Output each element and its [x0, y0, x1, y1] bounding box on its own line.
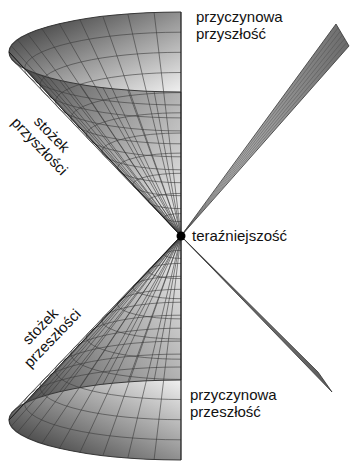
region-label: przyczynowa przeszłość [190, 386, 294, 420]
cone-grid-line [154, 236, 181, 460]
cone-far-rim [181, 236, 332, 392]
cone-cut-edge [181, 236, 182, 460]
cone-grid-line [103, 16, 181, 236]
cone-grid-line [42, 236, 181, 444]
cone-grid-line [154, 13, 181, 237]
present-label: teraźniejszość [190, 227, 344, 244]
cone-grid-line [181, 42, 347, 236]
present-dot [177, 232, 186, 241]
cone-grid-line [59, 80, 181, 236]
cone-grid-line [128, 236, 181, 458]
cone-grid-line [181, 35, 343, 236]
cone-grid-line [103, 236, 181, 384]
region-label: przyczynowa przyszłość [196, 8, 300, 42]
cone-grid-line [181, 28, 338, 236]
cone-grid-line [128, 236, 181, 382]
cone-grid-line [80, 20, 181, 236]
cone-far-rim [181, 24, 349, 236]
cone-grid-line [181, 12, 182, 236]
cone-grid-line [128, 14, 181, 236]
cone-grid-line [80, 236, 181, 452]
cone-grid-line [181, 39, 345, 236]
cone-cut-edge [181, 12, 182, 236]
cone-grid-line [128, 90, 181, 236]
cone-grid-line [103, 236, 181, 456]
cone-grid-line [181, 31, 340, 236]
cone-grid-line [80, 236, 181, 388]
cone-grid-line [181, 236, 330, 389]
cone-grid-line [181, 236, 182, 460]
